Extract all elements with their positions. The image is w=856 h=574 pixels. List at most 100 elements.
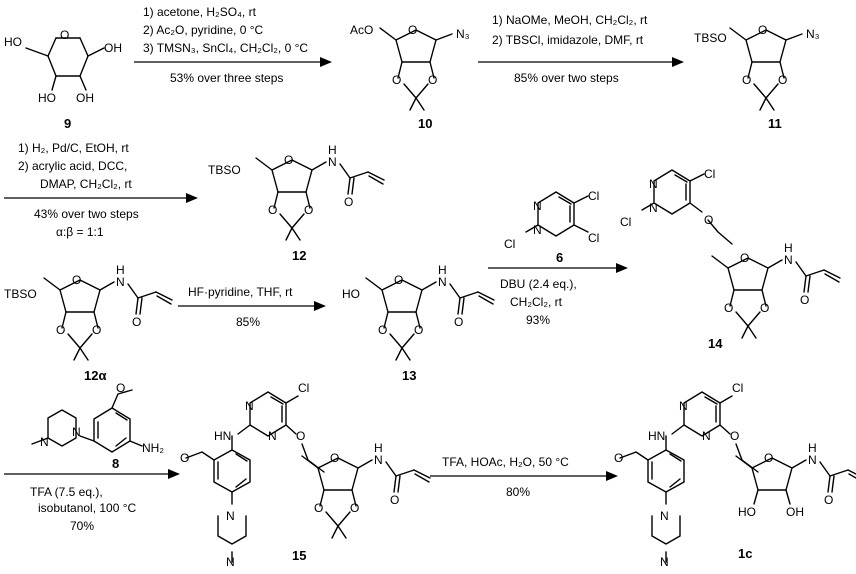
compound-number: 12: [292, 248, 306, 263]
hydroxyl-label: HO: [38, 91, 56, 105]
yield-text: 93%: [526, 313, 550, 327]
condition-text: isobutanol, 100 °C: [38, 501, 137, 515]
compound-number: 10: [418, 116, 432, 131]
silyl-ether-label: TBSO: [208, 163, 241, 177]
amide-hydrogen-label: H: [784, 241, 793, 255]
compound-10: O AcO N₃ O O 10: [350, 23, 470, 131]
pyrimidine-nitrogen-label: N: [533, 223, 542, 237]
acetate-label: AcO: [350, 23, 373, 37]
ring-oxygen-label: O: [408, 23, 417, 37]
acetonide-oxygen-label: O: [56, 323, 65, 337]
reaction-arrow-7: TFA, HOAc, H₂O, 50 °C 80%: [430, 455, 618, 499]
hydroxyl-label: HO: [738, 505, 756, 519]
carbonyl-oxygen-label: O: [344, 195, 353, 209]
acetonide-oxygen-label: O: [778, 73, 787, 87]
pyrimidine-nitrogen-label: N: [268, 429, 277, 443]
condition-text: TFA, HOAc, H₂O, 50 °C: [442, 455, 569, 469]
yield-text: 70%: [70, 519, 94, 533]
compound-1c: N N Cl HN O O N N O N H O HO OH 1c: [614, 381, 856, 569]
ether-oxygen-label: O: [704, 213, 713, 227]
compound-number: 14: [708, 336, 723, 351]
reagent-6: N N Cl Cl Cl 6: [504, 189, 599, 265]
condition-text: 2) TBSCl, imidazole, DMF, rt: [492, 33, 644, 47]
chlorine-label: Cl: [620, 215, 631, 229]
reaction-arrow-1: 1) acetone, H₂SO₄, rt 2) Ac₂O, pyridine,…: [134, 5, 332, 85]
ring-oxygen-label: O: [60, 28, 69, 42]
pyrimidine-nitrogen-label: N: [533, 199, 542, 213]
pyrimidine-nitrogen-label: N: [245, 399, 254, 413]
compound-number: 1c: [738, 546, 752, 561]
hydroxyl-label: OH: [104, 41, 122, 55]
acetonide-oxygen-label: O: [392, 73, 401, 87]
compound-number: 15: [292, 548, 306, 563]
ether-oxygen-label: O: [730, 429, 739, 443]
compound-number: 6: [556, 250, 563, 265]
ratio-text: α:β = 1:1: [56, 225, 104, 239]
compound-12-alpha: O TBSO N H O O O 12α: [4, 263, 173, 383]
yield-text: 80%: [506, 485, 530, 499]
ring-oxygen-label: O: [764, 451, 773, 465]
methoxy-oxygen-label: O: [614, 451, 623, 465]
reaction-arrow-2: 1) NaOMe, MeOH, CH₂Cl₂, rt 2) TBSCl, imi…: [478, 13, 684, 85]
condition-text: 1) acetone, H₂SO₄, rt: [143, 5, 257, 19]
acetonide-oxygen-label: O: [414, 323, 423, 337]
condition-text: TFA (7.5 eq.),: [30, 485, 103, 499]
methoxy-oxygen-label: O: [116, 381, 125, 395]
reaction-arrow-6: TFA (7.5 eq.), isobutanol, 100 °C 70%: [4, 469, 180, 533]
carbonyl-oxygen-label: O: [800, 293, 809, 307]
compound-11: O TBSO N₃ O O 11: [694, 23, 820, 131]
amide-hydrogen-label: H: [374, 441, 383, 455]
methoxy-oxygen-label: O: [180, 451, 189, 465]
piperazine-nitrogen-label: N: [660, 555, 669, 569]
condition-text: HF·pyridine, THF, rt: [188, 285, 293, 299]
acetonide-oxygen-label: O: [724, 301, 733, 315]
compound-number: 11: [768, 116, 782, 131]
amide-hydrogen-label: H: [808, 441, 817, 455]
chlorine-label: Cl: [588, 231, 599, 245]
ring-oxygen-label: O: [72, 273, 81, 287]
yield-text: 85% over two steps: [514, 71, 619, 85]
compound-number: 13: [402, 368, 416, 383]
ring-oxygen-label: O: [740, 251, 749, 265]
amide-nitrogen-label: N: [784, 253, 793, 267]
compound-number: 8: [112, 456, 119, 471]
pyrimidine-nitrogen-label: N: [649, 201, 658, 215]
compound-14: N N Cl Cl O O N H O O O 14: [620, 167, 841, 351]
amide-hydrogen-label: H: [438, 263, 447, 277]
yield-text: 85%: [236, 315, 260, 329]
acetonide-oxygen-label: O: [428, 73, 437, 87]
ring-oxygen-label: O: [284, 153, 293, 167]
hydroxyl-label: OH: [76, 91, 94, 105]
chlorine-label: Cl: [704, 167, 715, 181]
acetonide-oxygen-label: O: [304, 203, 313, 217]
acetonide-oxygen-label: O: [742, 73, 751, 87]
amide-hydrogen-label: H: [328, 143, 337, 157]
pyrimidine-nitrogen-label: N: [649, 177, 658, 191]
compound-number: 12α: [84, 368, 106, 383]
piperazine-nitrogen-label: N: [226, 555, 235, 569]
compound-number: 9: [64, 116, 71, 131]
amide-nitrogen-label: N: [116, 275, 125, 289]
carbonyl-oxygen-label: O: [390, 493, 399, 507]
condition-text: 2) Ac₂O, pyridine, 0 °C: [143, 23, 264, 37]
yield-text: 53% over three steps: [170, 71, 283, 85]
amide-nitrogen-label: N: [328, 155, 337, 169]
azide-label: N₃: [806, 27, 820, 41]
amide-nitrogen-label: N: [374, 453, 383, 467]
acetonide-oxygen-label: O: [350, 501, 359, 515]
carbonyl-oxygen-label: O: [132, 315, 141, 329]
yield-text: 43% over two steps: [34, 207, 139, 221]
silyl-ether-label: TBSO: [4, 287, 37, 301]
condition-text: 3) TMSN₃, SnCl₄, CH₂Cl₂, 0 °C: [143, 41, 308, 55]
condition-text: 1) NaOMe, MeOH, CH₂Cl₂, rt: [492, 13, 648, 27]
condition-text: 2) acrylic acid, DCC,: [18, 159, 127, 173]
hydroxyl-label: OH: [786, 505, 804, 519]
amide-nitrogen-label: N: [438, 275, 447, 289]
reaction-arrow-5: DBU (2.4 eq.), CH₂Cl₂, rt 93%: [488, 263, 628, 327]
compound-9: O HO OH HO OH 9: [4, 28, 122, 131]
acetonide-oxygen-label: O: [378, 323, 387, 337]
ring-oxygen-label: O: [394, 273, 403, 287]
piperazine-nitrogen-label: N: [72, 425, 81, 439]
silyl-ether-label: TBSO: [694, 31, 727, 45]
